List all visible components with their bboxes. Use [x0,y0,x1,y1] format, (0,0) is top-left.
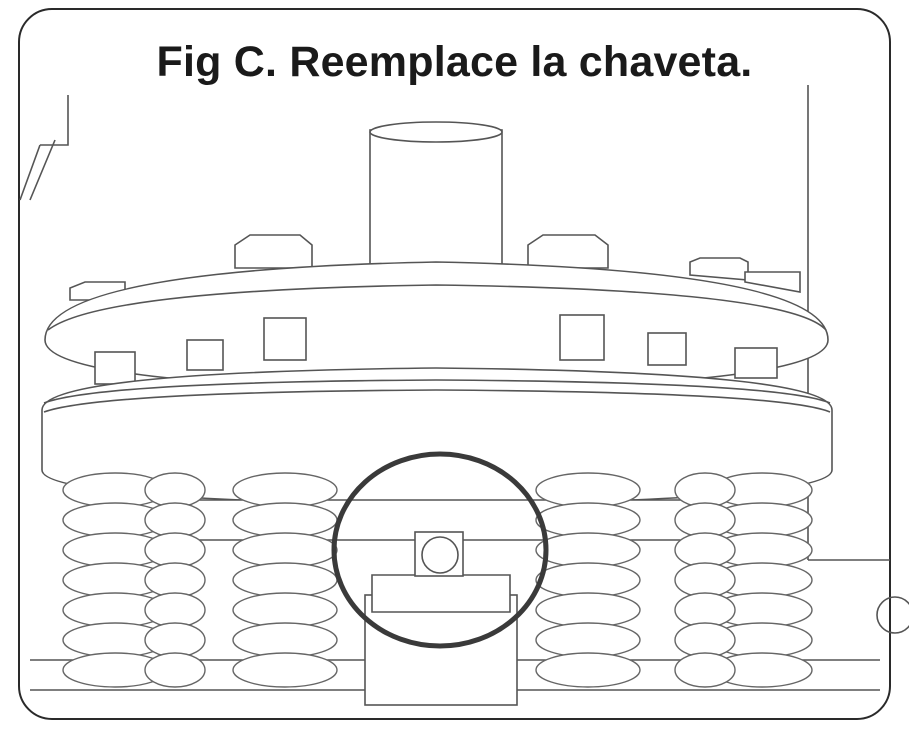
top-nuts [69,234,801,301]
spring-coil [144,622,206,658]
spring-coil [232,622,338,658]
upper-flange [44,261,829,391]
spring-coil [232,502,338,538]
key-pin [421,536,459,574]
spring-coil [535,502,641,538]
spring-coil [674,532,736,568]
spring-coil [144,472,206,508]
spring-coil [674,472,736,508]
spring-coil [144,652,206,688]
spring-coil [535,622,641,658]
spring-coil [535,532,641,568]
spring-coil [232,592,338,628]
figure-title: Fig C. Reemplace la chaveta. [156,38,753,86]
spring-coil [144,502,206,538]
spring-coil [232,472,338,508]
spring-coil [674,592,736,628]
spring-coil [535,562,641,598]
studs [94,314,778,385]
spring-coil [674,652,736,688]
spring-coil [232,652,338,688]
spring-coil [674,622,736,658]
spring-coil [232,562,338,598]
spring-coil [674,502,736,538]
left-frame-lines [19,95,69,201]
highlight-circle [331,451,549,649]
lower-flange [41,367,833,506]
springs [62,472,813,688]
spring-coil [535,592,641,628]
shaft [369,121,503,266]
spring-coil [232,532,338,568]
spring-coil [535,472,641,508]
spring-coil [144,592,206,628]
spring-coil [535,652,641,688]
spring-coil [144,532,206,568]
spring-coil [144,562,206,598]
spring-coil [674,562,736,598]
key-block [364,531,518,706]
right-bolt [876,596,909,634]
